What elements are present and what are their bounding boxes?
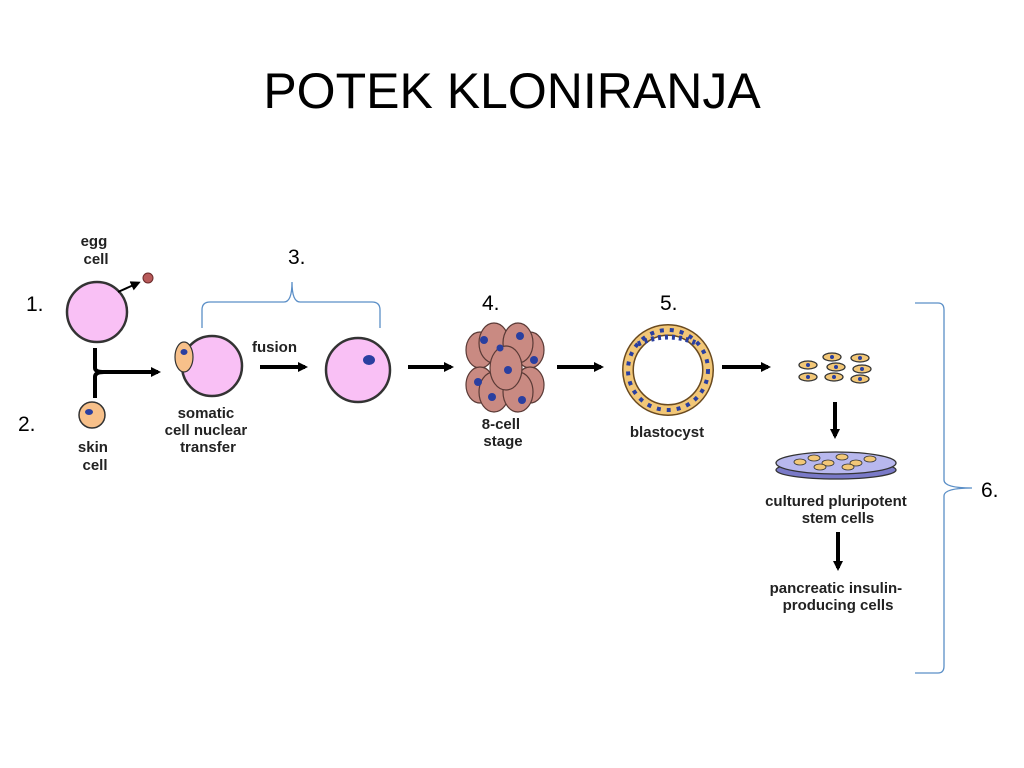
step-1-label: 1. <box>26 293 44 316</box>
step-3-bracket <box>201 281 381 328</box>
step-5-label: 5. <box>660 292 678 315</box>
slide-title: POTEK KLONIRANJA <box>263 63 761 119</box>
culture-dish <box>775 451 897 480</box>
step-2-label: 2. <box>18 413 36 436</box>
scnt-somatic-cell <box>174 341 194 373</box>
eight-cell-embryo <box>465 322 545 413</box>
pancreatic-cells-label: pancreatic insulin- producing cells <box>770 580 907 614</box>
egg-cell <box>65 280 129 344</box>
scnt-label: somatic cell nuclear transfer <box>165 405 252 456</box>
step-3-label: 3. <box>288 246 306 269</box>
skin-cell-nucleus <box>85 409 93 415</box>
extracted-nucleus <box>142 272 154 284</box>
eight-cell-nuclei <box>474 332 538 404</box>
scnt-nucleus <box>180 349 188 355</box>
fused-cell <box>324 336 392 404</box>
egg-cell-label: egg cell <box>81 233 112 268</box>
fused-cell-nucleus <box>363 355 375 365</box>
merge-arrow-lower <box>93 370 105 398</box>
step-6-label: 6. <box>981 479 999 502</box>
isolated-stem-cell-nuclei <box>806 355 864 381</box>
skin-cell-label: skin cell <box>78 439 112 474</box>
fusion-label: fusion <box>252 339 297 356</box>
blastocyst <box>622 324 714 416</box>
eight-cell-label: 8-cell stage <box>482 416 525 450</box>
merge-arrow <box>93 348 161 377</box>
step-4-label: 4. <box>482 292 500 315</box>
cultured-stem-cells-label: cultured pluripotent stem cells <box>765 493 911 527</box>
skin-cell <box>78 401 106 429</box>
polar-body-arrow <box>117 281 141 293</box>
step-6-bracket <box>915 302 973 674</box>
blastocyst-label: blastocyst <box>630 424 704 441</box>
